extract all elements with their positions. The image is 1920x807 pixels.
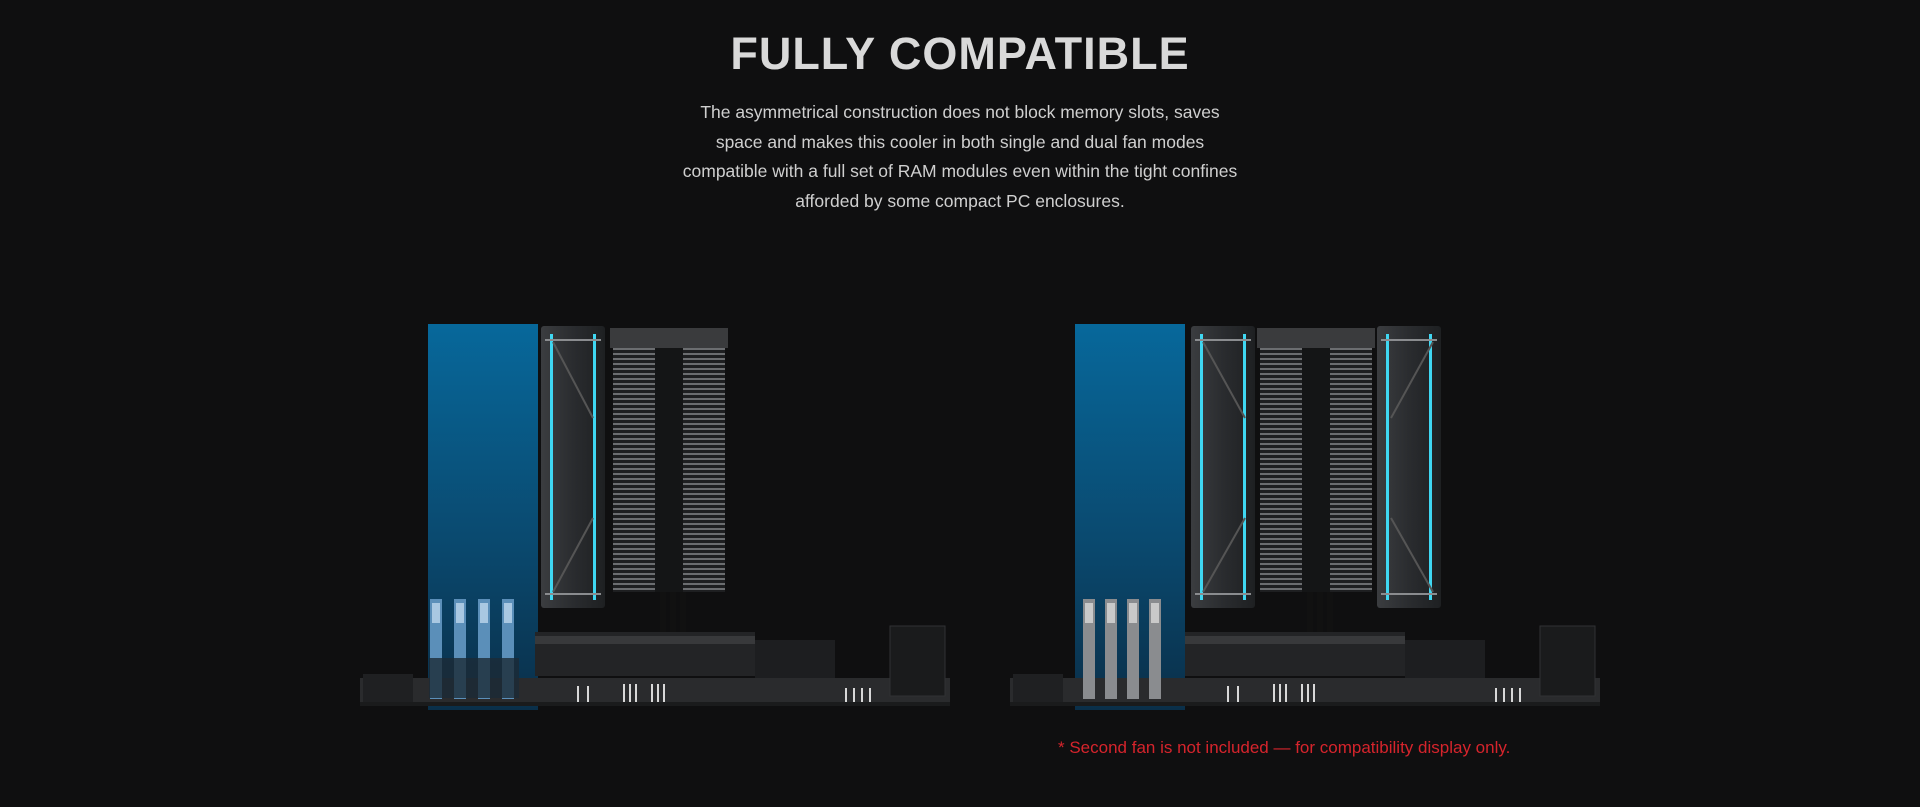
single-fan-compatibility-illustration xyxy=(360,324,950,710)
second-fan-footnote: * Second fan is not included — for compa… xyxy=(1058,738,1511,757)
heatsink xyxy=(610,328,728,632)
front-fan xyxy=(1191,326,1255,608)
ram-modules xyxy=(1083,599,1161,699)
rear-fan xyxy=(1377,326,1441,608)
section-description: The asymmetrical construction does not b… xyxy=(682,102,1238,211)
dual-fan-compatibility-illustration xyxy=(1010,324,1600,710)
front-fan xyxy=(541,326,605,608)
ram-modules xyxy=(429,599,519,699)
heatsink xyxy=(1257,328,1375,632)
section-title: FULLY COMPATIBLE xyxy=(730,28,1190,79)
